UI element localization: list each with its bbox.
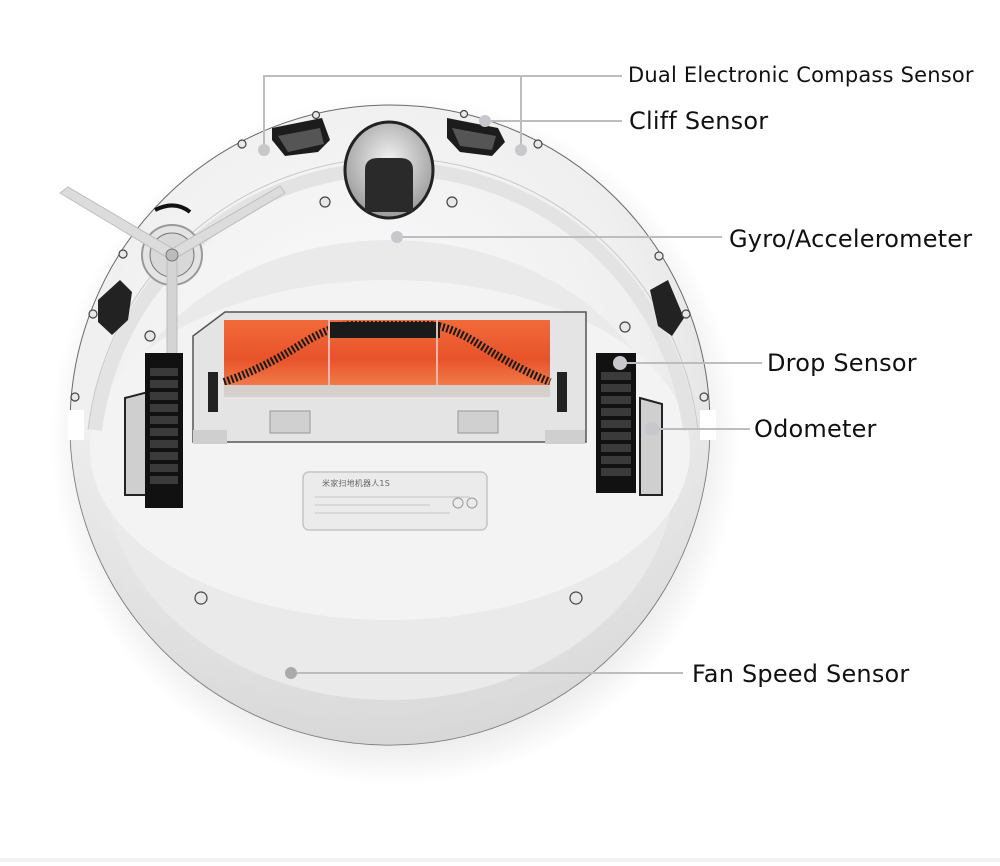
bottom-divider (0, 858, 1000, 862)
side-brush (59, 185, 286, 356)
right-drive-wheel (596, 353, 663, 496)
gyro-dot (391, 231, 403, 243)
callout-gyro-accelerometer: Gyro/Accelerometer (729, 225, 973, 253)
cliff-sensor-window-side-left (98, 280, 132, 335)
leader-dots (258, 115, 659, 679)
callout-drop-sensor: Drop Sensor (767, 349, 917, 377)
callout-odometer: Odometer (754, 415, 877, 443)
drop-sensor-dot (613, 356, 627, 370)
callout-fan-speed-sensor: Fan Speed Sensor (692, 660, 910, 688)
compass-sensor-dot-right (515, 144, 527, 156)
cliff-sensor-window-side-right (650, 280, 684, 336)
caster-wheel (343, 120, 435, 220)
left-drive-wheel (124, 353, 183, 508)
odometer-dot (645, 422, 659, 436)
leader-lines (263, 75, 762, 674)
cliff-sensor-window-right (447, 118, 505, 156)
nameplate-title: 米家扫地机器人1S (322, 479, 390, 488)
screws (70, 109, 709, 605)
main-brush-housing (192, 311, 587, 444)
cliff-sensor-window-left (272, 118, 330, 156)
cliff-sensor-dot (479, 115, 491, 127)
fan-speed-sensor-dot (285, 667, 297, 679)
compass-sensor-dot-left (258, 144, 270, 156)
nameplate (302, 471, 488, 531)
callout-cliff-sensor: Cliff Sensor (629, 107, 769, 135)
callout-dual-electronic-compass-sensor: Dual Electronic Compass Sensor (628, 63, 974, 87)
